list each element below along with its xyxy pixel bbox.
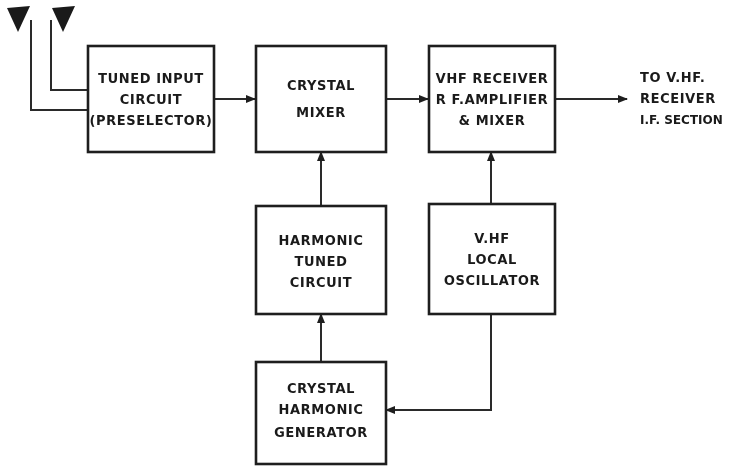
block-label-line: CRYSTAL bbox=[287, 79, 355, 94]
block-label-line: OSCILLATOR bbox=[444, 274, 540, 289]
block-vhf-receiver: VHF RECEIVER R F.AMPLIFIER & MIXER bbox=[427, 44, 557, 154]
antenna-flag-right-icon bbox=[52, 6, 75, 32]
block-label-line: LOCAL bbox=[467, 253, 517, 268]
block-crystal-harmonic-generator: CRYSTAL HARMONIC GENERATOR bbox=[254, 360, 388, 466]
block-label-line: VHF RECEIVER bbox=[436, 72, 549, 87]
block-label-line: V.HF bbox=[474, 232, 509, 247]
block-label-line: TUNED INPUT bbox=[98, 72, 204, 87]
block-tuned-input-circuit: TUNED INPUT CIRCUIT (PRESELECTOR) bbox=[86, 44, 216, 154]
output-label-line: TO V.HF. bbox=[640, 71, 705, 86]
antenna-right bbox=[50, 6, 88, 91]
antenna-flag-left-icon bbox=[7, 6, 30, 32]
block-crystal-mixer: CRYSTAL MIXER bbox=[254, 44, 388, 154]
block-label-line: R F.AMPLIFIER bbox=[436, 93, 549, 108]
antenna-left bbox=[7, 6, 88, 111]
block-label-line: & MIXER bbox=[459, 114, 526, 129]
block-harmonic-tuned-circuit: HARMONIC TUNED CIRCUIT bbox=[254, 204, 388, 316]
block-vhf-local-oscillator: V.HF LOCAL OSCILLATOR bbox=[427, 202, 557, 316]
block-label-line: (PRESELECTOR) bbox=[90, 114, 213, 129]
block-label-line: GENERATOR bbox=[274, 426, 368, 441]
block-label-line: HARMONIC bbox=[279, 403, 364, 418]
block-label-line: CRYSTAL bbox=[287, 382, 355, 397]
block-label-line: HARMONIC bbox=[279, 234, 364, 249]
output-label: TO V.HF. RECEIVER I.F. SECTION bbox=[640, 71, 723, 127]
block-label-line: MIXER bbox=[296, 106, 346, 121]
output-label-line: RECEIVER bbox=[640, 92, 716, 107]
arrow-oscillator-to-generator bbox=[385, 314, 492, 414]
block-label-line: TUNED bbox=[295, 255, 348, 270]
block-label-line: CIRCUIT bbox=[120, 93, 182, 108]
block-label-line: CIRCUIT bbox=[290, 276, 352, 291]
output-label-line: I.F. SECTION bbox=[640, 113, 723, 127]
